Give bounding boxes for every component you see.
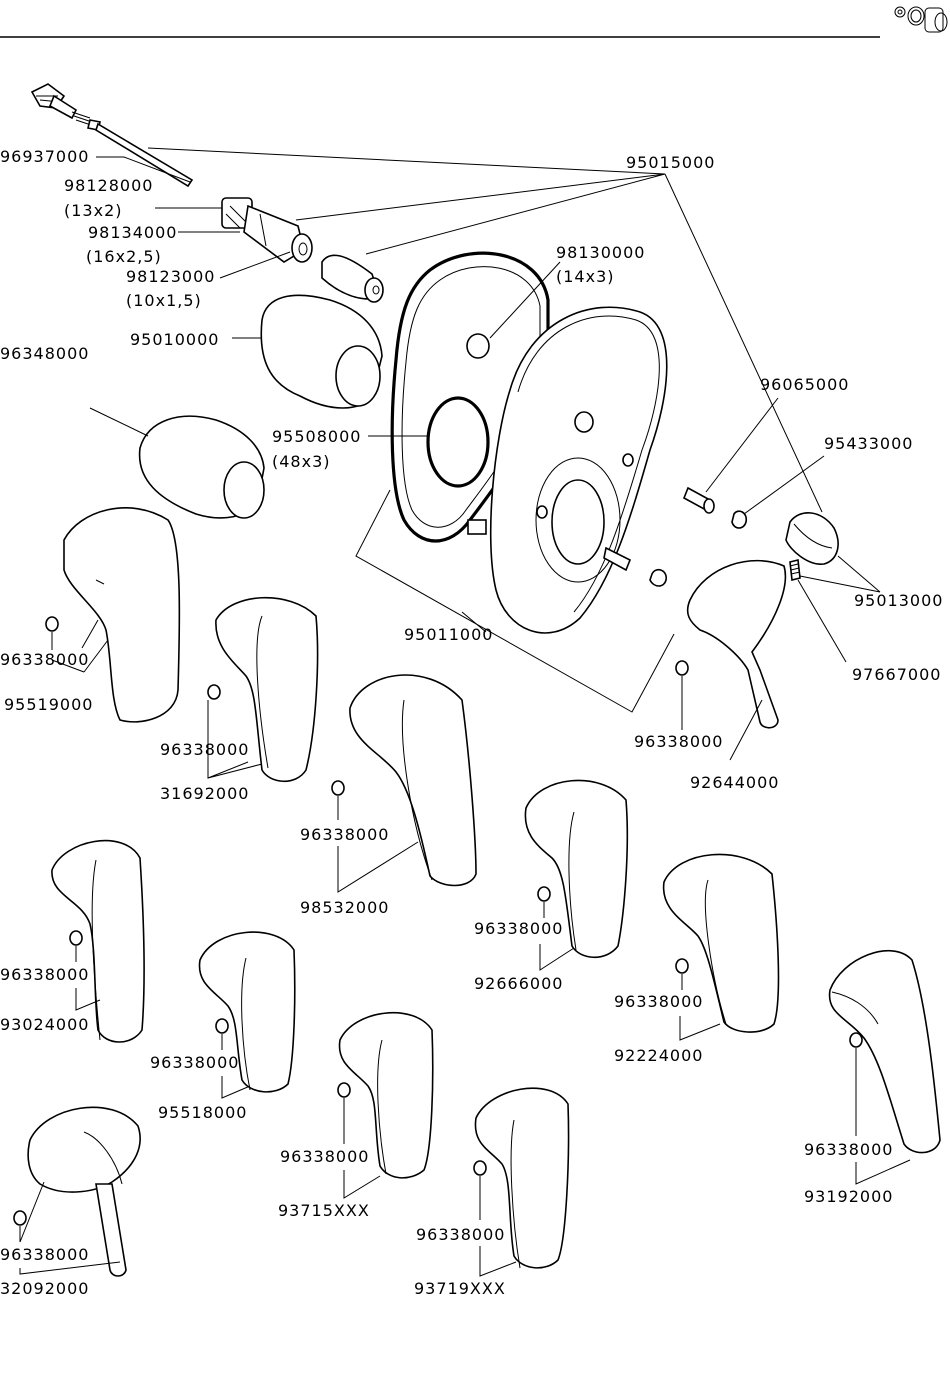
knob-95013000-drawing bbox=[785, 512, 839, 565]
label-93024000: 93024000 bbox=[0, 1015, 89, 1034]
label-98134000: 98134000 bbox=[88, 223, 177, 242]
label-96338000-a: 96338000 bbox=[0, 650, 89, 669]
handle-95518000-drawing bbox=[198, 931, 296, 1093]
label-93192000: 93192000 bbox=[804, 1187, 893, 1206]
handle-93715XXX-drawing bbox=[338, 1011, 434, 1179]
handle-93024000-drawing bbox=[51, 839, 145, 1043]
label-98130000-dim: (14x3) bbox=[556, 267, 615, 286]
cover-plate-95011000-drawing bbox=[489, 306, 668, 634]
pin-96065000-drawing bbox=[682, 486, 715, 514]
sleeve-95010000-drawing bbox=[260, 294, 383, 409]
cartridge-drawing bbox=[221, 197, 313, 263]
label-32092000: 32092000 bbox=[0, 1279, 89, 1298]
label-95011000: 95011000 bbox=[404, 625, 493, 644]
label-96338000-c: 96338000 bbox=[300, 825, 389, 844]
label-96338000-k: 96338000 bbox=[804, 1140, 893, 1159]
label-95508000: 95508000 bbox=[272, 427, 361, 446]
label-96338000-j: 96338000 bbox=[416, 1225, 505, 1244]
label-31692000: 31692000 bbox=[160, 784, 249, 803]
label-96338000-d: 96338000 bbox=[634, 732, 723, 751]
label-98134000-dim: (16x2,5) bbox=[86, 247, 162, 266]
label-96937000: 96937000 bbox=[0, 147, 89, 166]
handle-93719XXX-drawing bbox=[474, 1087, 570, 1269]
label-96065000: 96065000 bbox=[760, 375, 849, 394]
label-95010000: 95010000 bbox=[130, 330, 219, 349]
leader-lines bbox=[19, 147, 911, 1277]
label-95013000: 95013000 bbox=[854, 591, 943, 610]
label-96338000-l: 96338000 bbox=[0, 1245, 89, 1264]
label-95508000-dim: (48x3) bbox=[272, 452, 331, 471]
label-93715XXX: 93715XXX bbox=[278, 1201, 370, 1220]
label-92644000: 92644000 bbox=[690, 773, 779, 792]
handle-98532000-drawing bbox=[349, 674, 477, 887]
handle-32092000-drawing bbox=[27, 1106, 141, 1277]
label-92666000: 92666000 bbox=[474, 974, 563, 993]
sleeve-96348000-drawing bbox=[138, 415, 265, 519]
label-97667000: 97667000 bbox=[852, 665, 941, 684]
label-96338000-h: 96338000 bbox=[150, 1053, 239, 1072]
label-95015000: 95015000 bbox=[626, 153, 715, 172]
label-96338000-f: 96338000 bbox=[614, 992, 703, 1011]
label-92224000: 92224000 bbox=[614, 1046, 703, 1065]
handle-92666000-drawing bbox=[524, 779, 629, 959]
label-98532000: 98532000 bbox=[300, 898, 389, 917]
label-98128000: 98128000 bbox=[64, 176, 153, 195]
screw-97667000-drawing bbox=[789, 559, 801, 581]
handle-31692000-drawing bbox=[215, 596, 319, 783]
sleeve-small-drawing bbox=[321, 254, 384, 303]
valve-parts-icon bbox=[894, 6, 948, 33]
label-98123000-dim: (10x1,5) bbox=[126, 291, 202, 310]
handle-95519000-drawing bbox=[63, 507, 181, 723]
part-labels: 96937000 98128000 (13x2) 98134000 (16x2,… bbox=[0, 147, 943, 1298]
label-96338000-i: 96338000 bbox=[280, 1147, 369, 1166]
label-98130000: 98130000 bbox=[556, 243, 645, 262]
label-96338000-b: 96338000 bbox=[160, 740, 249, 759]
handle-92644000-drawing bbox=[686, 559, 787, 729]
label-96338000-g: 96338000 bbox=[0, 965, 89, 984]
grub-screws bbox=[13, 616, 863, 1226]
label-98128000-dim: (13x2) bbox=[64, 201, 123, 220]
label-96348000: 96348000 bbox=[0, 344, 89, 363]
seal-95508000-drawing bbox=[390, 251, 550, 543]
handle-93192000-drawing bbox=[828, 949, 941, 1154]
clip-95433000-drawing bbox=[649, 510, 748, 587]
label-95518000: 95518000 bbox=[158, 1103, 247, 1122]
label-96338000-e: 96338000 bbox=[474, 919, 563, 938]
label-98123000: 98123000 bbox=[126, 267, 215, 286]
spindle-rod-drawing bbox=[30, 83, 194, 188]
label-95519000: 95519000 bbox=[4, 695, 93, 714]
label-93719XXX: 93719XXX bbox=[414, 1279, 506, 1298]
label-95433000: 95433000 bbox=[824, 434, 913, 453]
handle-92224000-drawing bbox=[662, 853, 780, 1033]
